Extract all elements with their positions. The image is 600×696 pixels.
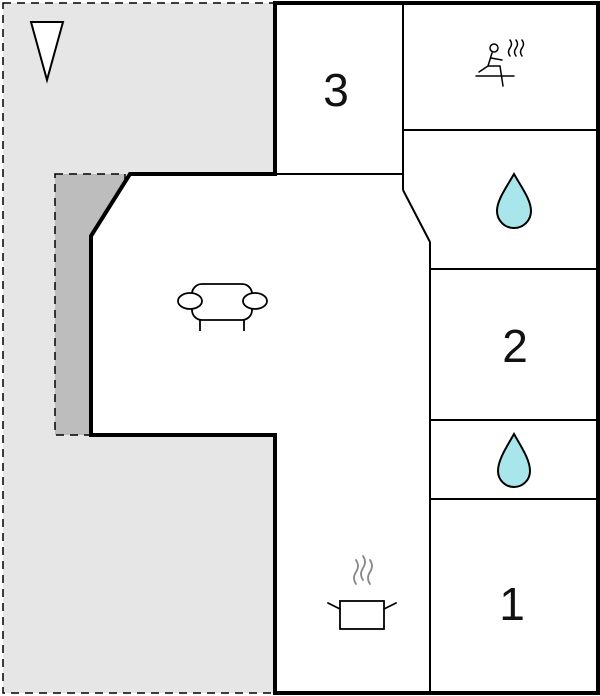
room-2-label: 2 [502,320,528,372]
water-drop-icon [495,171,533,229]
interior-walls [275,3,598,693]
sofa-icon [177,283,268,331]
cooking-pot-icon [327,555,397,630]
sauna-icon [475,39,525,87]
room-3-label: 3 [323,64,349,116]
room-1-label: 1 [499,578,525,630]
water-drop-icon [496,431,532,488]
north-triangle-icon [29,21,65,84]
outer-walls [89,1,600,695]
